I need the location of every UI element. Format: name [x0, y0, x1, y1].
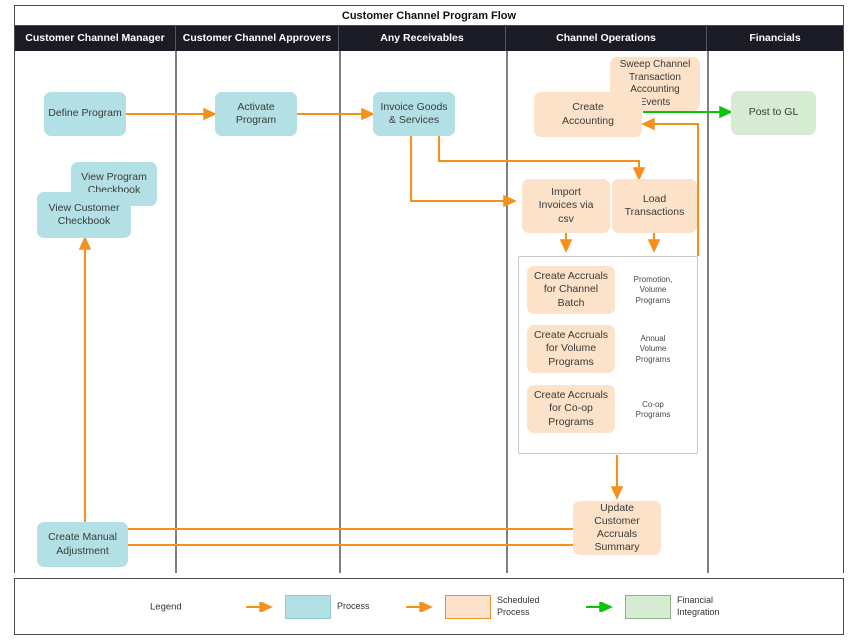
node-load-transactions-label: Load Transactions — [624, 192, 685, 218]
lane-header-channel-operations: Channel Operations — [506, 26, 707, 51]
connector-manual-adjustment-to-summary — [128, 524, 610, 547]
lane-header-customer-channel-manager: Customer Channel Manager — [15, 26, 176, 51]
node-create-accounting-label: Create Accounting — [562, 101, 614, 127]
legend-arrow-flow-scheduled — [406, 601, 433, 612]
legend-title: Legend — [150, 601, 182, 612]
legend-swatch-financial — [625, 594, 671, 619]
node-define-program-label: Define Program — [48, 107, 122, 120]
lane-header-financials: Financials — [749, 32, 801, 44]
node-create-accruals-for-volume-programs[interactable]: Create Accruals for Volume Programs — [527, 325, 615, 373]
side-note-coop-programs: Co-op Programs — [621, 400, 685, 421]
node-invoice-goods-services[interactable]: Invoice Goods & Services — [373, 92, 455, 136]
node-create-accruals-for-channel-batch[interactable]: Create Accruals for Channel Batch — [527, 266, 615, 314]
node-create-accruals-for-channel-batch-label: Create Accruals for Channel Batch — [533, 270, 609, 309]
legend-swatch-process — [285, 594, 331, 619]
lane-divider-2 — [339, 51, 341, 573]
diagram-frame: Customer Channel Program Flow Customer C… — [14, 5, 844, 573]
legend-entry-scheduled-process: Scheduled Process — [405, 594, 540, 619]
node-import-invoices-via-csv[interactable]: Import Invoices via csv — [522, 179, 610, 233]
page-title: Customer Channel Program Flow — [15, 6, 843, 26]
node-create-manual-adjustment[interactable]: Create Manual Adjustment — [37, 522, 128, 567]
node-update-customer-accruals-summary[interactable]: Update Customer Accruals Summary — [573, 501, 661, 555]
side-note-channel-batch-label: Promotion, Volume Programs — [633, 275, 673, 305]
lane-header-customer-channel-approvers: Customer Channel Approvers — [176, 26, 339, 51]
lane-header-any-receivables: Any Receivables — [339, 26, 506, 51]
legend-text-scheduled: Scheduled Process — [497, 595, 540, 617]
legend-frame: Legend Process — [14, 578, 844, 635]
legend-inner: Legend Process — [15, 579, 843, 634]
node-create-accruals-for-volume-programs-label: Create Accruals for Volume Programs — [533, 329, 609, 368]
legend-text-process: Process — [337, 600, 370, 611]
node-load-transactions[interactable]: Load Transactions — [612, 179, 697, 233]
node-create-manual-adjustment-label: Create Manual Adjustment — [48, 531, 117, 557]
legend-entry-financial-integration: Financial Integration — [585, 594, 720, 619]
node-post-to-gl-label: Post to GL — [748, 106, 799, 119]
node-view-customer-checkbook[interactable]: View Customer Checkbook — [37, 192, 131, 238]
node-invoice-goods-services-label: Invoice Goods & Services — [380, 100, 448, 126]
node-activate-program-label: Activate Program — [235, 100, 277, 126]
lane-divider-3 — [506, 51, 508, 573]
legend-entry-process: Process — [245, 594, 370, 619]
side-note-channel-batch: Promotion, Volume Programs — [621, 275, 685, 306]
lane-body: Define Program View Program Checkbook Vi… — [15, 51, 843, 573]
connector-summary-to-view-customer-checkbook — [78, 236, 573, 531]
legend-arrow-flow-process — [246, 601, 273, 612]
node-import-invoices-via-csv-label: Import Invoices via csv — [538, 186, 594, 225]
connector-invoice-to-import — [409, 135, 517, 208]
node-create-accruals-for-coop-programs[interactable]: Create Accruals for Co-op Programs — [527, 385, 615, 433]
legend-text-financial: Financial Integration — [677, 595, 720, 617]
node-define-program[interactable]: Define Program — [44, 92, 126, 136]
node-activate-program[interactable]: Activate Program — [215, 92, 297, 136]
side-note-volume-programs-label: Annual Volume Programs — [635, 334, 671, 364]
side-note-volume-programs: Annual Volume Programs — [621, 334, 685, 365]
node-view-customer-checkbook-label: View Customer Checkbook — [48, 201, 120, 227]
node-post-to-gl[interactable]: Post to GL — [731, 91, 816, 135]
node-update-customer-accruals-summary-label: Update Customer Accruals Summary — [594, 501, 640, 554]
legend-swatch-scheduled — [445, 594, 491, 619]
lane-divider-4 — [707, 51, 709, 573]
connector-invoice-to-load — [437, 135, 646, 181]
node-sweep-channel-transaction-accounting-events-label: Sweep Channel Transaction Accounting Eve… — [619, 59, 691, 108]
side-note-coop-programs-label: Co-op Programs — [635, 400, 671, 420]
legend-arrow-integration — [586, 601, 613, 612]
lane-divider-1 — [175, 51, 177, 573]
node-create-accounting[interactable]: Create Accounting — [534, 92, 642, 137]
node-create-accruals-for-coop-programs-label: Create Accruals for Co-op Programs — [533, 389, 609, 428]
lane-header-row: Customer Channel Manager Customer Channe… — [15, 26, 843, 51]
